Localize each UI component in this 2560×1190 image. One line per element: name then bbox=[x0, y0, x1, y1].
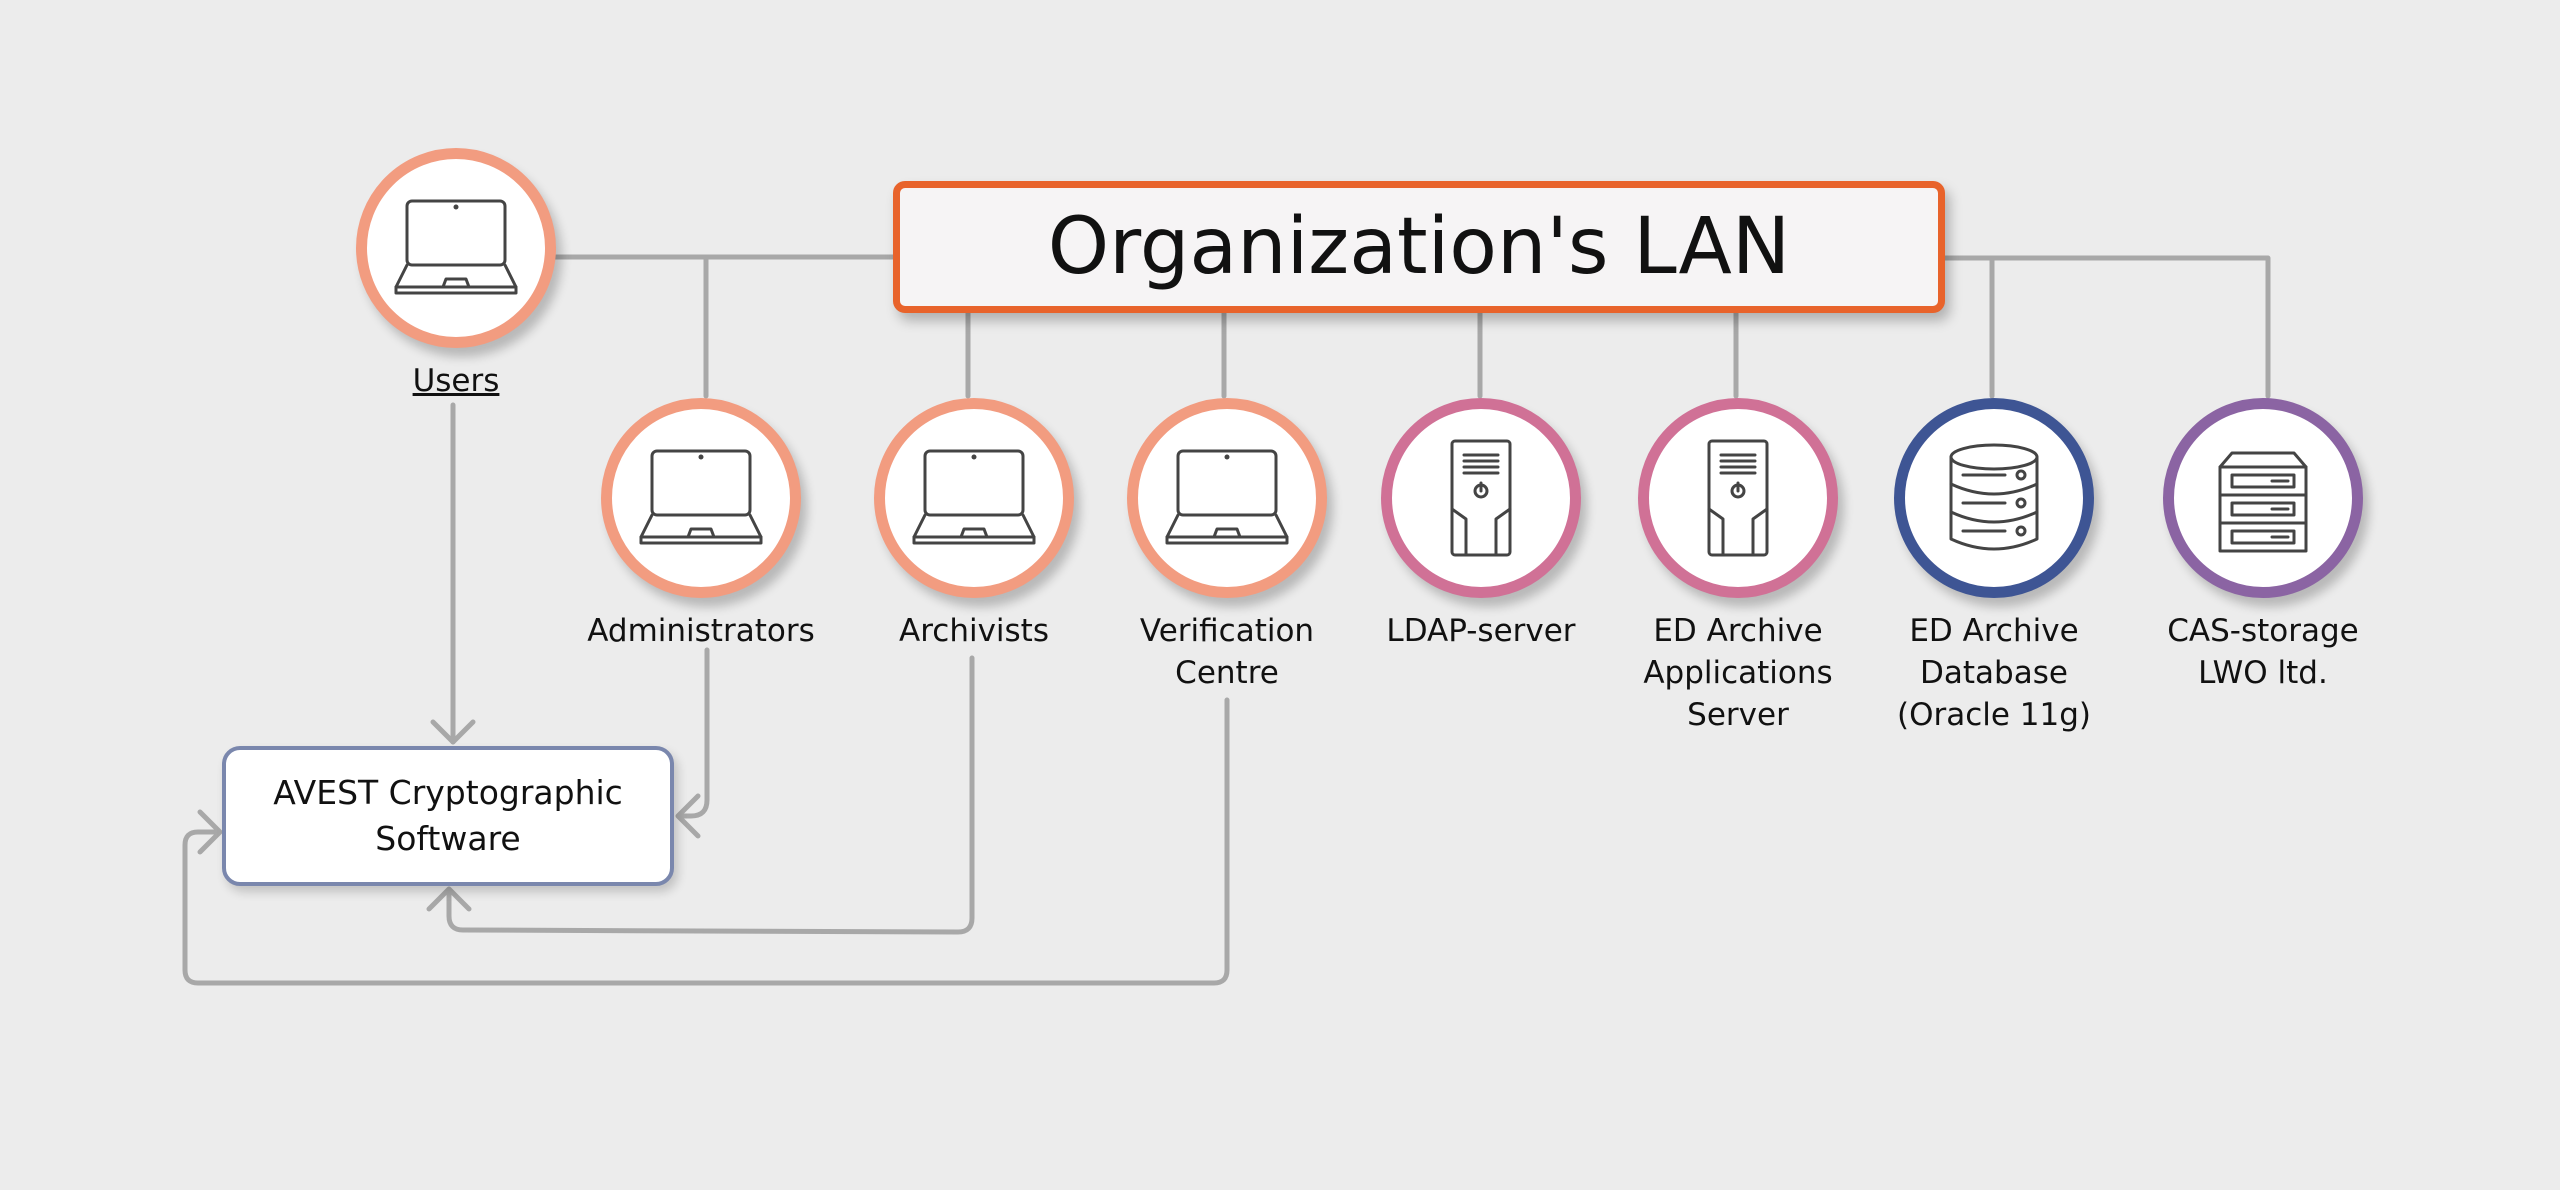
lan-title: Organization's LAN bbox=[1047, 202, 1791, 292]
laptop-icon bbox=[912, 449, 1036, 545]
cas-storage-circle[interactable] bbox=[2163, 398, 2363, 598]
storage-rack-icon bbox=[2218, 451, 2308, 553]
arrowhead-archivists bbox=[426, 886, 472, 912]
ed-archive-database-circle[interactable] bbox=[1894, 398, 2094, 598]
laptop-icon bbox=[394, 199, 518, 295]
administrators-circle[interactable] bbox=[601, 398, 801, 598]
arrow-verification-to-software bbox=[182, 697, 1230, 986]
verification-centre-circle[interactable] bbox=[1127, 398, 1327, 598]
users-label[interactable]: Users bbox=[412, 363, 500, 399]
ldap-server-label: LDAP-server bbox=[1386, 613, 1576, 649]
arrow-administrators-to-software bbox=[677, 647, 710, 819]
ed-archive-app-server-label: ED Archive Applications Server bbox=[1643, 613, 1833, 733]
arrow-archivists-to-software bbox=[446, 655, 975, 935]
archivists-circle[interactable] bbox=[874, 398, 1074, 598]
database-icon bbox=[1949, 443, 2039, 551]
ed-archive-database-label: ED Archive Database (Oracle 11g) bbox=[1896, 613, 2092, 733]
archivists-label: Archivists bbox=[899, 613, 1049, 649]
ldap-server-circle[interactable] bbox=[1381, 398, 1581, 598]
users-circle[interactable] bbox=[356, 148, 556, 348]
laptop-icon bbox=[639, 449, 763, 545]
arrowhead-administrators bbox=[675, 793, 701, 839]
arrowhead-users bbox=[430, 719, 476, 745]
verification-centre-label: Verification Centre bbox=[1139, 613, 1315, 691]
administrators-label: Administrators bbox=[587, 613, 815, 649]
ed-archive-app-server-circle[interactable] bbox=[1638, 398, 1838, 598]
lan-title-box: Organization's LAN bbox=[893, 181, 1945, 313]
avest-software-label: AVEST Cryptographic Software bbox=[273, 773, 623, 858]
lan-bus-right bbox=[1942, 255, 2271, 399]
server-tower-icon bbox=[1450, 439, 1512, 557]
cas-storage-label: CAS-storage LWO ltd. bbox=[2167, 613, 2359, 691]
laptop-icon bbox=[1165, 449, 1289, 545]
server-tower-icon bbox=[1707, 439, 1769, 557]
arrowhead-verification bbox=[197, 809, 223, 855]
avest-software-box: AVEST Cryptographic Software bbox=[222, 746, 674, 886]
